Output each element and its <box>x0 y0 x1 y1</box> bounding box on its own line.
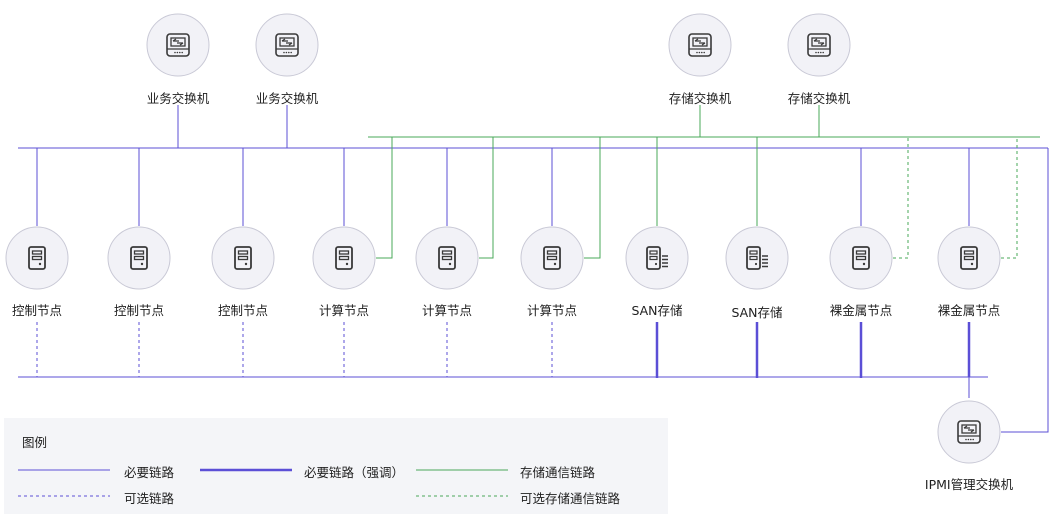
storage-switch-label-2: 存储交换机 <box>787 91 851 106</box>
server-icon <box>520 226 584 290</box>
node-label: 计算节点 <box>526 303 578 318</box>
legend-required-label: 必要链路 <box>124 465 175 480</box>
legend-storage-label: 存储通信链路 <box>520 465 596 480</box>
legend-optional-storage-label: 可选存储通信链路 <box>520 491 621 506</box>
legend-panel <box>4 418 668 514</box>
legend-swatches <box>18 468 508 497</box>
node-label: 计算节点 <box>318 303 370 318</box>
compute-storage-link <box>479 137 494 259</box>
node-label: 控制节点 <box>11 303 63 318</box>
storage-array-icon <box>625 226 689 290</box>
legend-required-bold-label: 必要链路（强调） <box>304 465 405 480</box>
server-icon <box>211 226 275 290</box>
switch-icon <box>146 13 210 77</box>
server-icon <box>937 226 1001 290</box>
node-label: 控制节点 <box>113 303 165 318</box>
node-label: SAN存储 <box>631 303 683 318</box>
server-icon <box>829 226 893 290</box>
server-icon <box>5 226 69 290</box>
node-label: 裸金属节点 <box>829 303 893 318</box>
server-icon <box>312 226 376 290</box>
switch-icon <box>255 13 319 77</box>
legend-title: 图例 <box>22 435 48 450</box>
server-icon <box>415 226 479 290</box>
legend-optional-label: 可选链路 <box>124 491 175 506</box>
compute-storage-link <box>584 137 601 259</box>
storage-array-icon <box>725 226 789 290</box>
node-label: 控制节点 <box>217 303 269 318</box>
node-label: 裸金属节点 <box>937 303 1001 318</box>
optional-storage-link <box>893 137 909 259</box>
optional-storage-link <box>1001 137 1018 259</box>
switch-icon <box>937 400 1001 464</box>
storage-switch-label-1: 存储交换机 <box>668 91 732 106</box>
switch-icon <box>668 13 732 77</box>
node-label: SAN存储 <box>731 305 783 320</box>
ipmi-switch-label: IPMI管理交换机 <box>924 477 1014 492</box>
compute-storage-link <box>376 137 393 259</box>
node-label: 计算节点 <box>421 303 473 318</box>
business-switch-label-2: 业务交换机 <box>255 91 319 106</box>
ipmi-uplink <box>1001 148 1049 433</box>
link-lines <box>18 105 1049 433</box>
device-icons <box>5 13 1001 464</box>
server-icon <box>107 226 171 290</box>
switch-icon <box>787 13 851 77</box>
business-switch-label-1: 业务交换机 <box>146 91 210 106</box>
